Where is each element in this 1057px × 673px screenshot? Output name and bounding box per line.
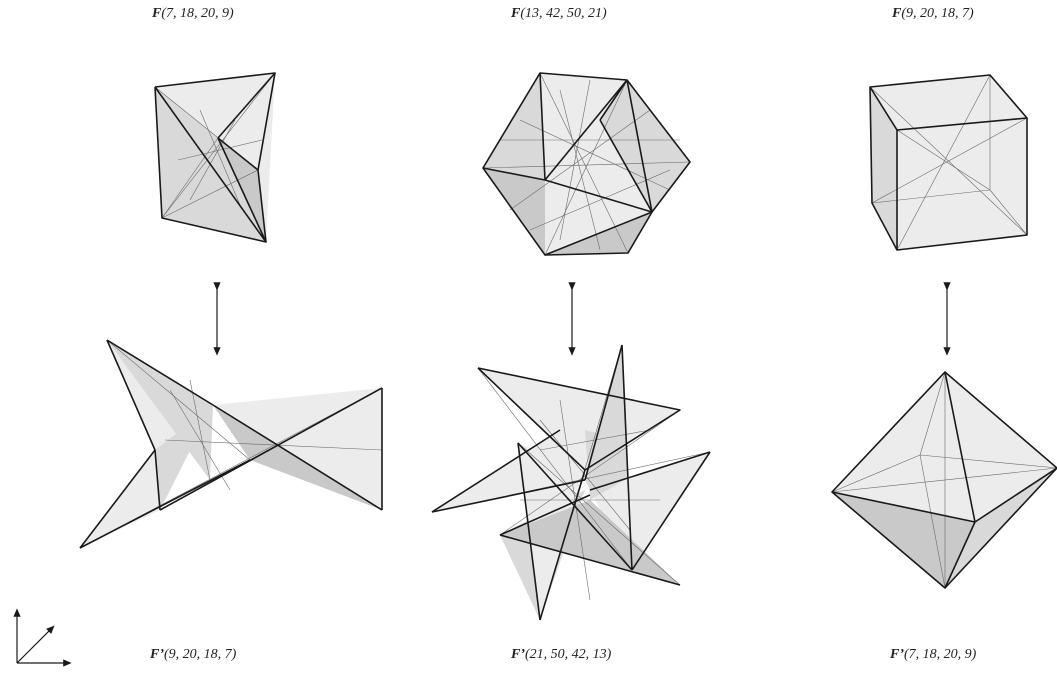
polytope-top-middle <box>482 72 691 256</box>
polytope-top-right <box>869 74 1028 251</box>
bottom-label-middle: F’(21, 50, 42, 13) <box>511 647 612 662</box>
polytope-bottom-middle <box>431 344 711 621</box>
top-label-right: F(9, 20, 18, 7) <box>892 6 974 21</box>
bottom-label-left: F’(9, 20, 18, 7) <box>150 647 237 662</box>
polytope-top-left <box>154 72 276 243</box>
bottom-label-right: F’(7, 18, 20, 9) <box>890 647 977 662</box>
polytope-bottom-right <box>831 371 1057 589</box>
top-label-middle: F(13, 42, 50, 21) <box>511 6 607 21</box>
top-label-left: F(7, 18, 20, 9) <box>152 6 234 21</box>
coordinate-axes-icon <box>13 608 72 667</box>
polytope-bottom-left <box>79 339 383 549</box>
